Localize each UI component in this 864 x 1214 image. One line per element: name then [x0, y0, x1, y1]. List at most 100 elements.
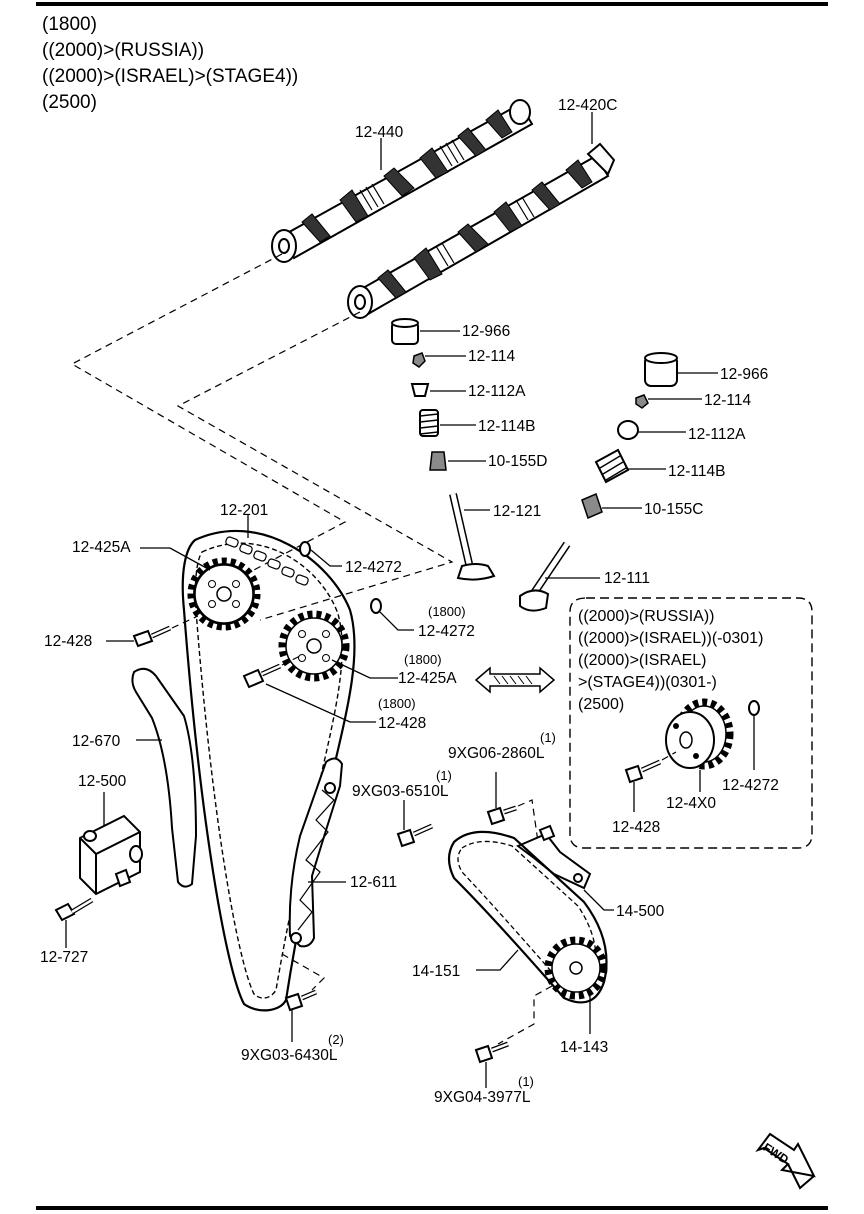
- leaders-valve-a: [420, 330, 490, 511]
- label-9xg03-6510l[interactable]: 9XG03-6510L: [352, 783, 449, 800]
- valve-12-121[interactable]: [449, 493, 496, 581]
- label-12-4272-a[interactable]: 12-4272: [345, 559, 402, 576]
- label-12-425a-b[interactable]: 12-425A: [398, 670, 457, 687]
- label-12-114b-b[interactable]: 12-114B: [668, 463, 725, 480]
- dash-12-428-b: [281, 655, 301, 666]
- bolt-12-727[interactable]: [54, 897, 94, 922]
- label-12-500[interactable]: 12-500: [78, 773, 127, 790]
- label-12-966-a[interactable]: 12-966: [462, 323, 510, 340]
- qty-9xg03-6430l: (2): [328, 1032, 344, 1047]
- spring-12-114b-b[interactable]: [594, 448, 630, 484]
- chain-guide-12-670[interactable]: [131, 667, 198, 888]
- label-12-425a-a[interactable]: 12-425A: [72, 539, 131, 556]
- guide-ribs: [297, 789, 335, 931]
- label-12-670[interactable]: 12-670: [72, 733, 121, 750]
- label-14-500[interactable]: 14-500: [616, 903, 665, 920]
- washer-12-4272-c[interactable]: [748, 700, 760, 716]
- bolt-12-428-a[interactable]: [132, 625, 172, 648]
- bolt-9xg04-3977l[interactable]: [474, 1041, 509, 1064]
- qty-9xg04-3977l: (1): [518, 1074, 534, 1089]
- label-12-420c[interactable]: 12-420C: [558, 97, 617, 114]
- retainer-12-112a-b[interactable]: [617, 420, 639, 440]
- dash-9xg03-6430l: [281, 953, 325, 991]
- keeper-12-114-a[interactable]: [412, 352, 426, 368]
- label-12-611[interactable]: 12-611: [350, 874, 397, 891]
- header-line-4: (2500): [42, 92, 97, 113]
- label-12-428-a[interactable]: 12-428: [44, 633, 92, 650]
- label-9xg04-3977l[interactable]: 9XG04-3977L: [434, 1089, 531, 1106]
- dash-12-428-c: [661, 751, 677, 761]
- label-12-4272-b[interactable]: 12-4272: [418, 623, 475, 640]
- sprocket-12-425a-a[interactable]: [187, 557, 261, 631]
- tensioner-12-500[interactable]: [79, 814, 143, 896]
- label-12-4x0[interactable]: 12-4X0: [666, 795, 716, 812]
- keeper-12-114-b[interactable]: [635, 394, 649, 409]
- camshaft-intake[interactable]: [347, 142, 616, 319]
- label-12-114-b[interactable]: 12-114: [704, 392, 751, 409]
- label-14-143[interactable]: 14-143: [560, 1039, 608, 1056]
- timing-chain-12-201[interactable]: [181, 529, 356, 1012]
- tensioner-14-500[interactable]: [516, 824, 592, 890]
- label-9xg06-2860l[interactable]: 9XG06-2860L: [448, 745, 545, 762]
- alt-box-line-4: >(STAGE4))(0301-): [578, 674, 717, 691]
- bolt-12-428-b[interactable]: [242, 663, 282, 689]
- qty-12-425a-b: (1800): [404, 652, 442, 667]
- leader-12-4272-b: [379, 611, 414, 631]
- label-12-966-b[interactable]: 12-966: [720, 366, 768, 383]
- qty-12-428-b: (1800): [378, 696, 416, 711]
- camshaft-exhaust[interactable]: [271, 99, 534, 263]
- tappet-12-966-b[interactable]: [644, 352, 678, 387]
- oil-pump-chain-14-151[interactable]: [447, 830, 608, 1004]
- leader-12-425a-a: [140, 547, 211, 571]
- dash-12-428-a: [171, 615, 199, 629]
- label-12-440[interactable]: 12-440: [355, 124, 404, 141]
- header-line-3: ((2000)>(ISRAEL)>(STAGE4)): [42, 66, 299, 87]
- leader-12-425a-b: [331, 659, 398, 679]
- label-12-112a-a[interactable]: 12-112A: [468, 383, 526, 400]
- dash-cam-exhaust: [70, 253, 347, 593]
- label-12-727[interactable]: 12-727: [40, 949, 88, 966]
- qty-9xg06-2860l: (1): [540, 730, 556, 745]
- label-9xg03-6430l[interactable]: 9XG03-6430L: [241, 1047, 338, 1064]
- tappet-12-966-a[interactable]: [391, 318, 419, 345]
- label-10-155c[interactable]: 10-155C: [644, 501, 703, 518]
- guide-bolt-hole-upper: [324, 782, 336, 794]
- valve-12-111[interactable]: [519, 541, 571, 612]
- label-12-428-c[interactable]: 12-428: [612, 819, 660, 836]
- sprocket-12-425a-b[interactable]: [278, 610, 350, 682]
- spring-12-114b-a[interactable]: [419, 409, 439, 437]
- leader-14-500: [583, 889, 614, 911]
- washer-12-4272-a[interactable]: [299, 541, 311, 557]
- label-12-114-a[interactable]: 12-114: [468, 348, 515, 365]
- interchange-arrow: [474, 666, 556, 694]
- dash-9xg04-3977l: [497, 985, 553, 1045]
- qty-9xg03-6510l: (1): [436, 768, 452, 783]
- leader-12-4272-a: [310, 549, 342, 567]
- seal-10-155d[interactable]: [429, 451, 447, 471]
- bolt-9xg06-2860l[interactable]: [486, 805, 517, 826]
- bolt-12-428-c[interactable]: [624, 759, 662, 784]
- label-12-112a-b[interactable]: 12-112A: [688, 426, 746, 443]
- alt-variant-box: [569, 597, 813, 849]
- sprocket-14-143[interactable]: [544, 936, 608, 1000]
- guide-bolt-hole-lower: [290, 932, 302, 944]
- label-12-428-b[interactable]: 12-428: [378, 715, 426, 732]
- label-10-155d[interactable]: 10-155D: [488, 453, 547, 470]
- bolt-9xg03-6430l[interactable]: [284, 989, 317, 1012]
- label-12-114b-a[interactable]: 12-114B: [478, 418, 535, 435]
- label-14-151[interactable]: 14-151: [412, 963, 460, 980]
- oil-pump-chain-inner: [457, 840, 597, 991]
- alt-box-line-2: ((2000)>(ISRAEL))(-0301): [578, 630, 763, 647]
- retainer-12-112a-a[interactable]: [410, 383, 430, 397]
- label-12-4272-c[interactable]: 12-4272: [722, 777, 779, 794]
- seal-10-155c[interactable]: [581, 492, 603, 520]
- qty-12-4272-b: (1800): [428, 604, 466, 619]
- label-12-121[interactable]: 12-121: [493, 503, 541, 520]
- vvt-actuator-12-4x0[interactable]: [665, 698, 734, 770]
- bolt-9xg03-6510l[interactable]: [396, 823, 434, 848]
- label-12-111[interactable]: 12-111: [604, 570, 650, 587]
- washer-12-4272-b[interactable]: [370, 598, 382, 614]
- label-12-201[interactable]: 12-201: [220, 502, 268, 519]
